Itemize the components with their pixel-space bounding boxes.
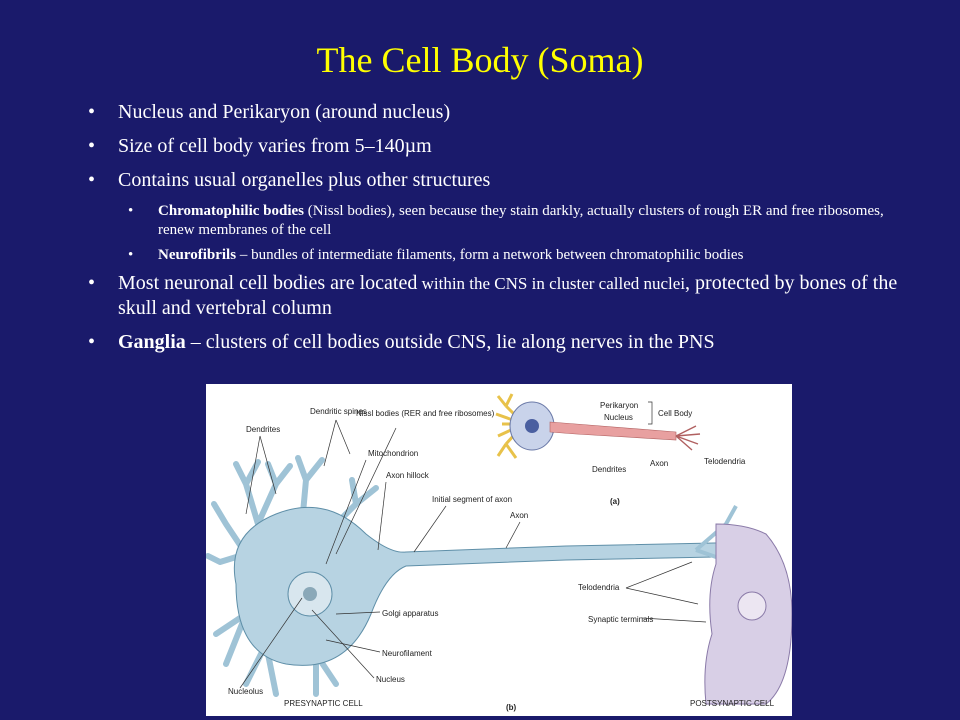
subbullet-chromatophilic: Chromatophilic bodies (Nissl bodies), se… [88,202,908,240]
slide-title: The Cell Body (Soma) [316,40,644,80]
bullet-bold-term: Chromatophilic bodies [158,203,304,219]
bullet-size: Size of cell body varies from 5–140µm [88,134,908,158]
label-nucleus-a: Nucleus [604,413,633,422]
label-initial-segment: Initial segment of axon [432,495,512,504]
label-telodendria: Telodendria [578,583,620,592]
label-mitochondrion: Mitochondrion [368,449,418,458]
bullet-ganglia: Ganglia – clusters of cell bodies outsid… [88,330,908,354]
label-nissl-bodies: Nissl bodies (RER and free ribosomes) [356,409,495,418]
label-presynaptic-cell: PRESYNAPTIC CELL [284,699,363,708]
label-synaptic-terminals: Synaptic terminals [588,615,653,624]
label-neurofilament: Neurofilament [382,649,433,658]
panel-a-neuron: Perikaryon Nucleus Cell Body Dendrites A… [495,393,746,506]
neuron-figure: Perikaryon Nucleus Cell Body Dendrites A… [206,384,792,716]
label-axon: Axon [510,511,528,520]
label-nucleolus: Nucleolus [228,687,263,696]
label-panel-b: (b) [506,703,517,712]
bullet-location: Most neuronal cell bodies are located wi… [88,271,908,320]
label-dendrites: Dendrites [246,425,280,434]
label-golgi: Golgi apparatus [382,609,438,618]
bullet-text: – clusters of cell bodies outside CNS, l… [185,331,715,353]
label-nucleus: Nucleus [376,675,405,684]
label-cell-body: Cell Body [658,409,692,418]
bullet-nucleus: Nucleus and Perikaryon (around nucleus) [88,100,908,124]
label-panel-a: (a) [610,497,620,506]
bullet-text: Contains usual organelles plus other str… [118,169,491,191]
bullet-bold-term: Ganglia [118,331,186,353]
bullet-text: Size of cell body varies from 5–140µm [118,135,432,157]
label-axon-a: Axon [650,459,668,468]
subbullet-neurofibrils: Neurofibrils – bundles of intermediate f… [88,246,908,265]
label-postsynaptic-cell: POSTSYNAPTIC CELL [690,699,775,708]
bullet-text: Most neuronal cell bodies are located [118,272,418,294]
label-axon-hillock: Axon hillock [386,471,430,480]
bullet-text: Nucleus and Perikaryon (around nucleus) [118,101,451,123]
bullet-text: – bundles of intermediate filaments, for… [236,247,744,263]
panel-b-neuron: Dendrites Dendritic spines Nissl bodies … [206,407,792,712]
bullet-text-small: within the CNS in cluster called nuclei [417,274,686,293]
bullet-organelles: Contains usual organelles plus other str… [88,168,908,192]
bullet-bold-term: Neurofibrils [158,247,237,263]
label-dendrites-a: Dendrites [592,465,626,474]
bullet-text: , protected by bones of the skull and ve… [118,272,898,319]
label-perikaryon: Perikaryon [600,401,638,410]
neuron-diagram: Perikaryon Nucleus Cell Body Dendrites A… [206,393,792,712]
bullet-text: (Nissl bodies), seen because they stain … [158,203,884,238]
label-telodendria-a: Telodendria [704,457,746,466]
label-dendritic-spines: Dendritic spines [310,407,367,416]
bullet-list: Nucleus and Perikaryon (around nucleus) … [88,100,908,364]
